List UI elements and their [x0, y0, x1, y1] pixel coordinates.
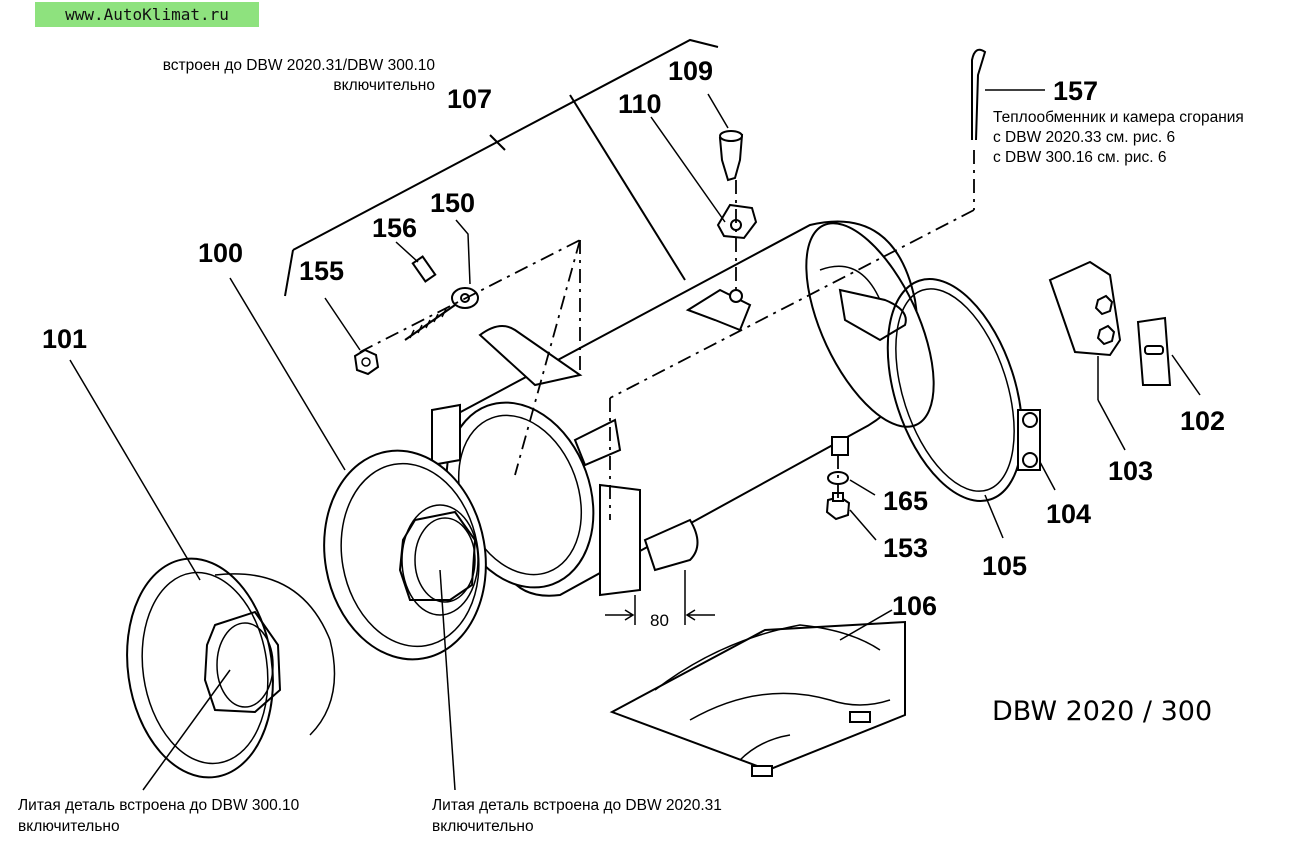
model-label: DBW 2020 / 300 [992, 696, 1212, 727]
part-number-labels: 107 109 110 150 156 155 100 101 157 165 … [42, 56, 1225, 621]
note-cast-center-line1: Литая деталь встроена до DBW 2020.31 [432, 797, 722, 814]
label-153: 153 [883, 533, 928, 563]
label-110: 110 [618, 89, 662, 119]
label-155: 155 [299, 256, 344, 286]
note-cast-left-line2: включительно [18, 818, 120, 835]
label-109: 109 [668, 56, 713, 86]
note-built-in-line2: включительно [333, 77, 435, 94]
nipple-109 [718, 130, 744, 182]
notes: встроен до DBW 2020.31/DBW 300.10 включи… [18, 57, 1244, 835]
watermark: www.AutoKlimat.ru [35, 2, 259, 27]
label-100: 100 [198, 238, 243, 268]
label-103: 103 [1108, 456, 1153, 486]
note-built-in-line1: встроен до DBW 2020.31/DBW 300.10 [163, 57, 436, 74]
label-107: 107 [447, 84, 492, 114]
label-106: 106 [892, 591, 937, 621]
label-156: 156 [372, 213, 417, 243]
bracket-110 [716, 203, 758, 240]
cotter-pin-157 [971, 48, 987, 141]
note-cast-center-line2: включительно [432, 818, 534, 835]
nut-155 [353, 348, 380, 376]
note-cast-left-line1: Литая деталь встроена до DBW 300.10 [18, 797, 300, 814]
label-101: 101 [42, 324, 87, 354]
bottom-cover [609, 620, 906, 777]
label-165: 165 [883, 486, 928, 516]
clamp-ring [886, 278, 1041, 502]
note-heat-exchanger-line3: с DBW 300.16 см. рис. 6 [993, 149, 1167, 166]
outer-ring-101 [126, 557, 336, 779]
label-105: 105 [982, 551, 1027, 581]
note-heat-exchanger-line1: Теплообменник и камера сгорания [993, 109, 1244, 126]
label-104: 104 [1046, 499, 1091, 529]
heat-exchanger-body [431, 220, 935, 597]
inner-ring-100 [323, 449, 487, 661]
note-heat-exchanger-line2: с DBW 2020.33 см. рис. 6 [993, 129, 1175, 146]
label-102: 102 [1180, 406, 1225, 436]
pin-156 [411, 255, 437, 283]
leader-lines [69, 38, 1201, 791]
screw-150 [404, 287, 479, 341]
dimension-label: 80 [650, 611, 669, 630]
label-150: 150 [430, 188, 475, 218]
label-157: 157 [1053, 76, 1098, 106]
bracket-103 [1048, 260, 1122, 357]
plate-102 [1136, 316, 1172, 386]
axis-lines [359, 150, 975, 520]
